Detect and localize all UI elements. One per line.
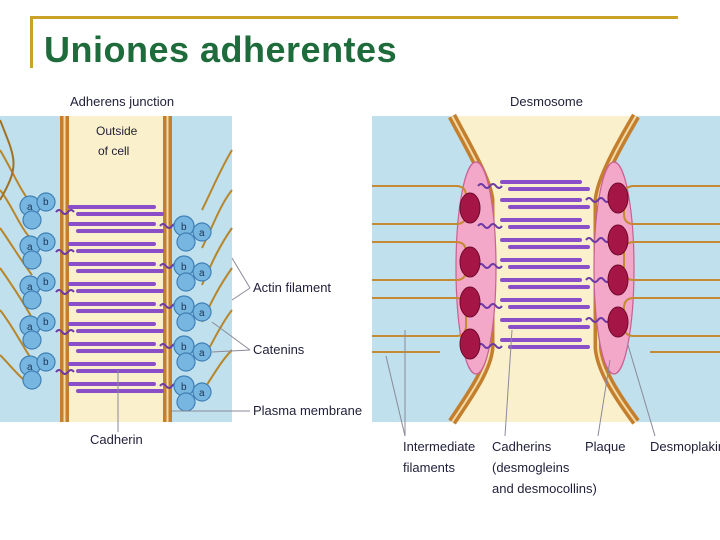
desmosome-panel: Desmosome xyxy=(372,94,720,496)
desmoplakin-right xyxy=(607,182,629,338)
svg-text:a: a xyxy=(199,348,205,359)
svg-text:a: a xyxy=(199,268,205,279)
svg-text:b: b xyxy=(43,317,49,328)
desmoplakin-left xyxy=(459,192,481,360)
outside-label-line2: of cell xyxy=(98,144,129,158)
title-rule-left xyxy=(30,16,33,68)
cadherin-transmembrane-coils xyxy=(55,209,179,389)
slide-title: Uniones adherentes xyxy=(44,29,398,70)
svg-text:a: a xyxy=(27,322,33,333)
label-intermediate-line1: Intermediate xyxy=(403,439,475,454)
svg-text:b: b xyxy=(43,357,49,368)
svg-text:b: b xyxy=(181,342,187,353)
catenin-complexes-right xyxy=(173,215,212,412)
svg-text:a: a xyxy=(199,308,205,319)
outside-label-line1: Outside xyxy=(96,124,138,138)
desmosome-cadherin-coils xyxy=(477,183,611,349)
label-catenins: Catenins xyxy=(253,342,305,357)
adherens-leader-lines xyxy=(117,257,251,432)
label-cadherin: Cadherin xyxy=(90,432,143,447)
svg-text:b: b xyxy=(181,382,187,393)
svg-text:a: a xyxy=(27,202,33,213)
label-cadherins-line1: Cadherins xyxy=(492,439,552,454)
svg-text:b: b xyxy=(43,277,49,288)
label-plaque: Plaque xyxy=(585,439,625,454)
svg-text:b: b xyxy=(43,197,49,208)
svg-text:b: b xyxy=(181,302,187,313)
cadherin-dimers xyxy=(68,205,164,393)
svg-text:a: a xyxy=(199,388,205,399)
label-cadherins-line3: and desmocollins) xyxy=(492,481,597,496)
label-cadherins-line2: (desmogleins xyxy=(492,460,570,475)
label-desmoplakin: Desmoplakin xyxy=(650,439,720,454)
desmosome-heading: Desmosome xyxy=(510,94,583,109)
svg-text:b: b xyxy=(181,222,187,233)
svg-text:a: a xyxy=(199,228,205,239)
svg-text:b: b xyxy=(181,262,187,273)
desmosomal-cadherins xyxy=(500,180,590,349)
desmosome-leader-lines xyxy=(385,329,656,437)
svg-text:a: a xyxy=(27,242,33,253)
adherens-junction-panel: Adherens junction Outside of cell xyxy=(0,94,362,447)
adherens-heading: Adherens junction xyxy=(70,94,174,109)
catenin-complexes-left xyxy=(19,192,56,390)
title-rule-top xyxy=(30,16,678,19)
label-intermediate-line2: filaments xyxy=(403,460,456,475)
svg-text:a: a xyxy=(27,282,33,293)
svg-text:a: a xyxy=(27,362,33,373)
label-plasma-membrane: Plasma membrane xyxy=(253,403,362,418)
label-actin-filament: Actin filament xyxy=(253,280,331,295)
svg-text:b: b xyxy=(43,237,49,248)
